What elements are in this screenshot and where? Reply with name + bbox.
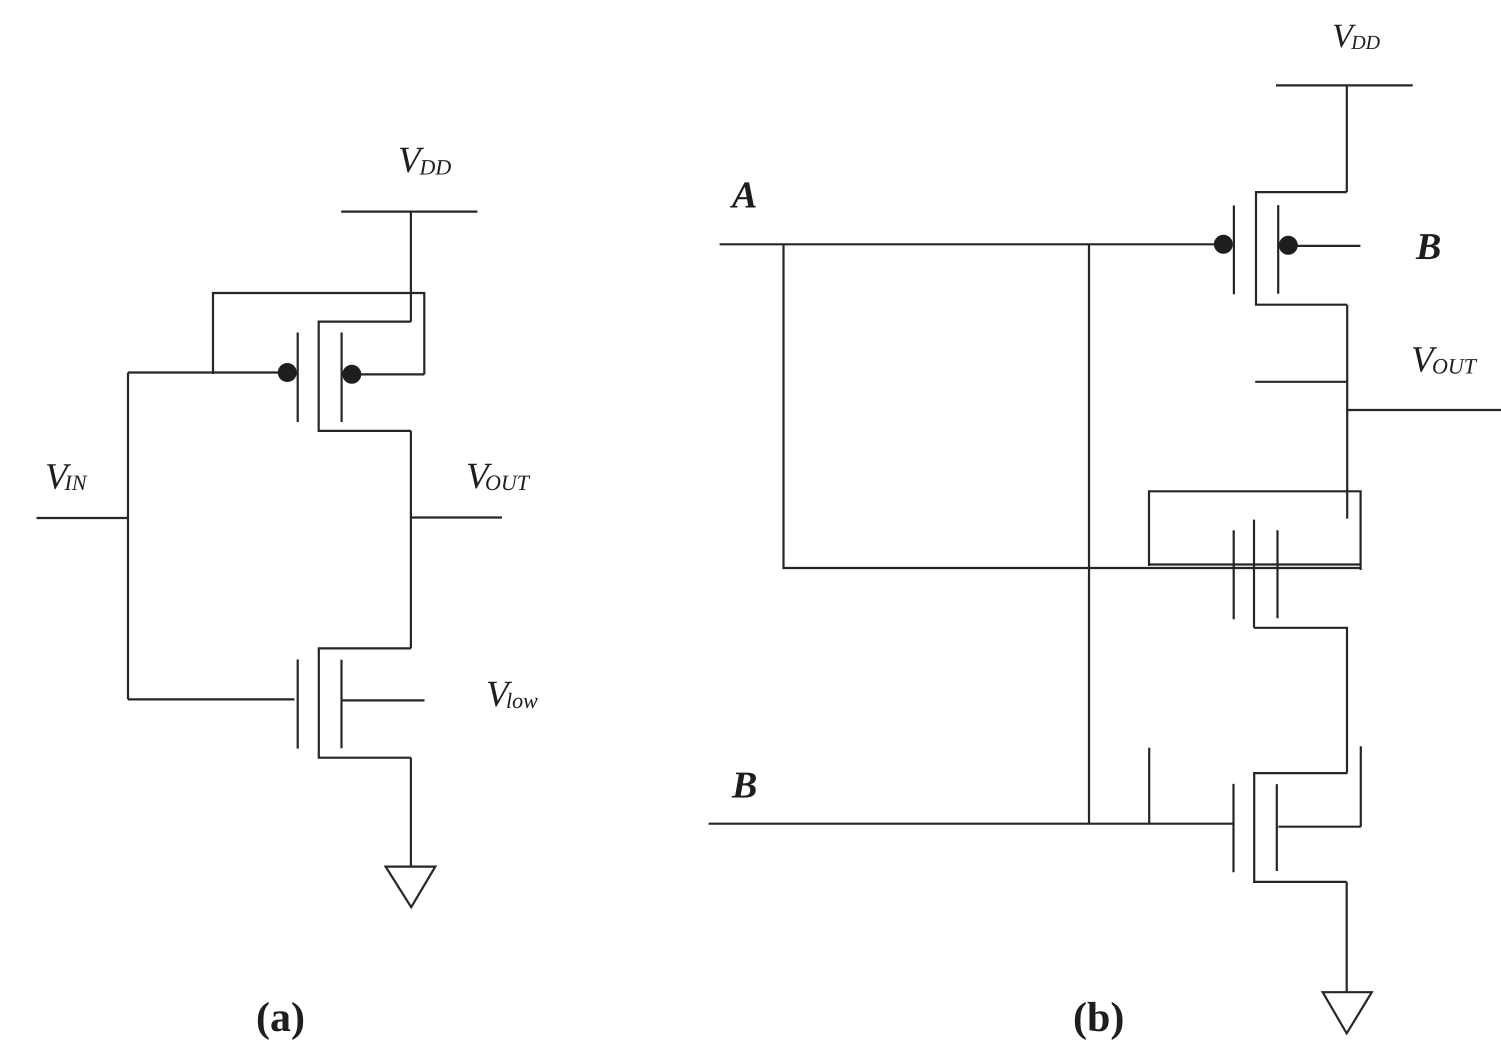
svg-text:V: V bbox=[466, 456, 493, 497]
svg-text:DD: DD bbox=[1350, 32, 1380, 54]
svg-text:(b): (b) bbox=[1073, 995, 1124, 1041]
svg-text:IN: IN bbox=[64, 470, 88, 495]
svg-text:V: V bbox=[486, 674, 513, 715]
svg-text:V: V bbox=[398, 140, 425, 181]
svg-text:B: B bbox=[1415, 226, 1441, 268]
svg-text:OUT: OUT bbox=[485, 470, 531, 495]
svg-text:OUT: OUT bbox=[1432, 354, 1478, 379]
svg-text:V: V bbox=[45, 457, 72, 498]
svg-text:A: A bbox=[730, 175, 757, 217]
svg-text:(a): (a) bbox=[256, 995, 305, 1041]
svg-text:low: low bbox=[506, 688, 538, 713]
svg-text:V: V bbox=[1411, 339, 1438, 380]
svg-text:B: B bbox=[731, 765, 757, 807]
svg-text:DD: DD bbox=[419, 155, 452, 180]
